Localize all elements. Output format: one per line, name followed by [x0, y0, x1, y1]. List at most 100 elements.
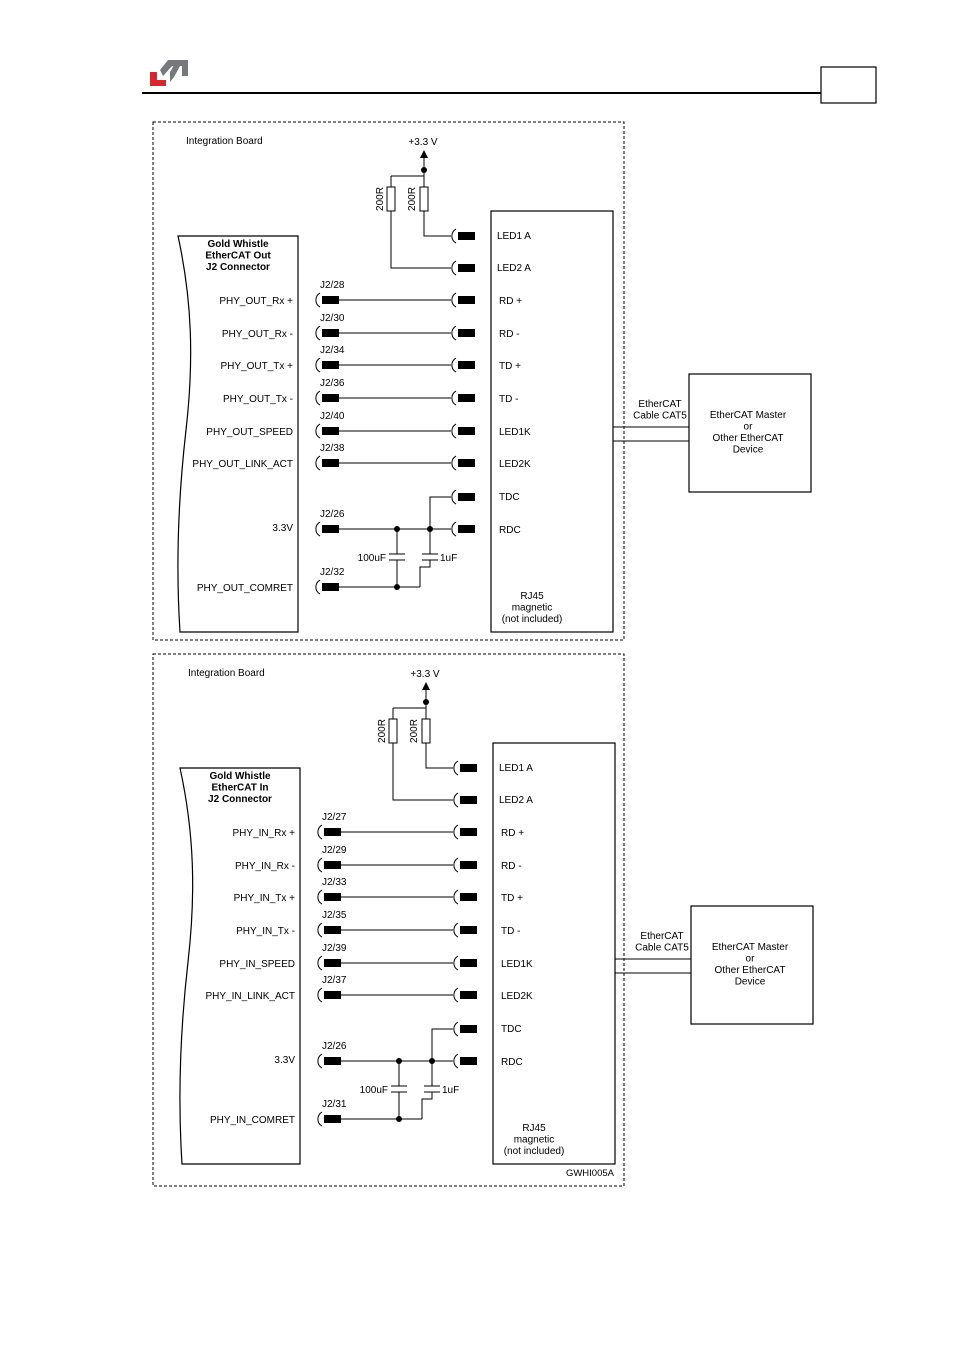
rj45-label-line: magnetic [514, 1135, 555, 1146]
rj45-pin-connector-arc [451, 325, 457, 341]
supply-arrow [422, 682, 430, 690]
supply-label: +3.3 V [408, 137, 438, 148]
board-label: Integration Board [188, 668, 265, 679]
cap-1uf-label: 1uF [440, 553, 457, 564]
signal-name: PHY_IN_LINK_ACT [206, 991, 295, 1002]
comret-name: PHY_IN_COMRET [210, 1115, 295, 1126]
tdc-wire [429, 496, 451, 529]
j2-pin-connector-pin [324, 926, 341, 934]
rj45-box [492, 742, 616, 1165]
master-label-line: Other EtherCAT [715, 965, 786, 976]
master-label-line: or [744, 422, 754, 433]
master-label-line: EtherCAT Master [710, 410, 787, 421]
comret-junction [396, 1116, 402, 1122]
tdc-connector-arc [453, 1021, 459, 1037]
rj45-pin-connector-arc [453, 857, 459, 873]
j2-connector-box [177, 235, 299, 633]
connector-title-line: J2 Connector [206, 262, 270, 273]
rj45-pin-connector-pin [458, 459, 475, 467]
rj45-pin-connector-arc [453, 889, 459, 905]
rj45-pin-label: LED2K [501, 991, 533, 1002]
cap-100uf-label: 100uF [360, 1085, 388, 1096]
comret-connector-arc [315, 579, 321, 595]
rdc-connector-arc [453, 1053, 459, 1069]
signal-pin-label: J2/37 [322, 975, 347, 986]
j2-pin-connector-arc [315, 423, 321, 439]
board-label: Integration Board [186, 136, 263, 147]
rj45-pin-connector-arc [451, 357, 457, 373]
tdc-connector-arc [451, 489, 457, 505]
signal-pin-label: J2/29 [322, 845, 347, 856]
cable-label-line: EtherCAT [638, 399, 681, 410]
rj45-pin-label: RD + [501, 828, 524, 839]
j2-pin-connector-pin [322, 427, 339, 435]
comret-connector-arc [317, 1111, 323, 1127]
v33-name: 3.3V [272, 523, 293, 534]
comret-connector-pin [324, 1115, 341, 1123]
rj45-label-line: RJ45 [520, 591, 544, 602]
signal-name: PHY_IN_Tx + [234, 893, 296, 904]
j2-pin-connector-arc [317, 955, 323, 971]
rj45-pin-connector-arc [451, 423, 457, 439]
rj45-led1-label: LED1 A [499, 763, 533, 774]
supply-arrow [420, 150, 428, 158]
j2-pin-connector-arc [317, 987, 323, 1003]
connector-title-line: Gold Whistle [207, 239, 269, 250]
led1-connector-pin [460, 764, 477, 772]
resistor-1-label: 200R [375, 187, 386, 211]
rj45-led1-label: LED1 A [497, 231, 531, 242]
resistor-1 [386, 186, 396, 212]
signal-pin-label: J2/35 [322, 910, 347, 921]
rj45-pin-connector-arc [451, 292, 457, 308]
rj45-pin-connector-arc [453, 987, 459, 1003]
resistor-2-label: 200R [407, 187, 418, 211]
ethercat-master-box [688, 373, 812, 493]
j2-pin-connector-arc [315, 292, 321, 308]
j2-pin-connector-arc [315, 390, 321, 406]
led2-wire [390, 211, 451, 269]
rj45-tdc-label: TDC [499, 492, 520, 503]
rj45-pin-connector-pin [460, 893, 477, 901]
v33-connector-arc [315, 521, 321, 537]
led1-connector-arc [451, 228, 457, 244]
master-label-line: Device [735, 977, 766, 988]
resistor-1 [388, 718, 398, 744]
led1-connector-pin [458, 232, 475, 240]
rj45-pin-label: RD - [501, 861, 522, 872]
rj45-pin-connector-pin [458, 329, 475, 337]
signal-name: PHY_OUT_Rx + [219, 296, 293, 307]
rj45-tdc-label: TDC [501, 1024, 522, 1035]
led1-wire [425, 743, 453, 769]
rj45-pin-label: RD + [499, 296, 522, 307]
j2-connector-box [179, 767, 301, 1165]
rj45-pin-label: LED1K [501, 959, 533, 970]
signal-name: PHY_OUT_SPEED [206, 427, 293, 438]
integration-board-outline [152, 121, 625, 641]
rj45-pin-label: TD - [501, 926, 520, 937]
rj45-pin-connector-arc [451, 455, 457, 471]
rj45-rdc-label: RDC [501, 1057, 523, 1068]
rj45-label-line: (not included) [502, 614, 563, 625]
j2-pin-connector-arc [315, 357, 321, 373]
master-label-line: or [746, 954, 756, 965]
signal-pin-label: J2/27 [322, 812, 347, 823]
rj45-pin-connector-pin [460, 861, 477, 869]
supply-label: +3.3 V [410, 669, 440, 680]
signal-pin-label: J2/36 [320, 378, 345, 389]
j2-pin-connector-arc [315, 325, 321, 341]
resistor-2 [421, 718, 431, 744]
rj45-label-line: magnetic [512, 603, 553, 614]
cap-1uf-label: 1uF [442, 1085, 459, 1096]
j2-pin-connector-arc [317, 922, 323, 938]
comret-junction [394, 584, 400, 590]
rj45-pin-connector-pin [458, 296, 475, 304]
cap-100uf-label: 100uF [358, 553, 386, 564]
integration-board-outline [152, 653, 625, 1187]
master-label-line: Device [733, 445, 764, 456]
led2-connector-arc [453, 792, 459, 808]
rj45-rdc-label: RDC [499, 525, 521, 536]
cap-1uf-lead-bottom [419, 560, 431, 587]
tdc-connector-pin [458, 493, 475, 501]
led1-connector-arc [453, 760, 459, 776]
